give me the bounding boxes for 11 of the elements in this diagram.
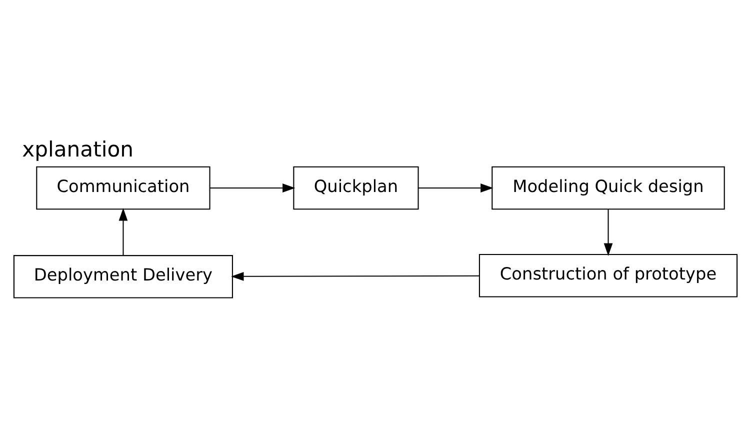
node-box: Construction of prototype bbox=[478, 253, 738, 297]
arrow bbox=[118, 208, 128, 256]
arrow bbox=[210, 183, 296, 192]
arrow bbox=[604, 208, 613, 256]
node-box: Deployment Delivery bbox=[13, 254, 233, 298]
node-box: Communication bbox=[36, 166, 210, 210]
arrow bbox=[418, 183, 494, 192]
node-box: Modeling Quick design bbox=[492, 166, 725, 210]
arrow bbox=[231, 271, 480, 280]
diagram-title: xplanation bbox=[22, 136, 134, 161]
node-box: Quickplan bbox=[293, 166, 419, 210]
